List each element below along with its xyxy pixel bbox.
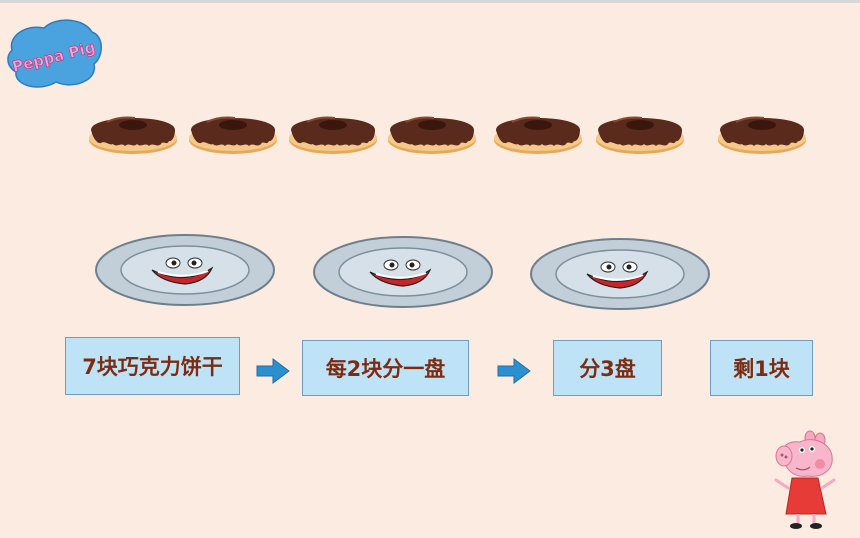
smiling-plate-1 bbox=[95, 234, 275, 306]
total-cookies-label: 7块巧克力饼干 bbox=[65, 337, 240, 395]
chocolate-cookie-6 bbox=[596, 116, 684, 154]
smiling-plate-2 bbox=[313, 236, 493, 308]
peppa-pig-logo: Peppa Pig bbox=[7, 19, 102, 88]
chocolate-cookie-5 bbox=[494, 116, 582, 154]
chocolate-cookie-2 bbox=[189, 116, 277, 154]
right-arrow-icon bbox=[497, 358, 531, 384]
chocolate-cookie-3 bbox=[289, 116, 377, 154]
per-plate-label: 每2块分一盘 bbox=[302, 340, 469, 396]
right-arrow-icon bbox=[256, 358, 290, 384]
chocolate-cookie-7 bbox=[718, 116, 806, 154]
chocolate-cookie-1 bbox=[89, 116, 177, 154]
peppa-pig-character bbox=[774, 430, 836, 529]
remainder-label: 剩1块 bbox=[710, 340, 813, 396]
plates-result-label: 分3盘 bbox=[553, 340, 662, 396]
smiling-plate-3 bbox=[530, 238, 710, 310]
top-border bbox=[0, 0, 860, 3]
chocolate-cookie-4 bbox=[388, 116, 476, 154]
